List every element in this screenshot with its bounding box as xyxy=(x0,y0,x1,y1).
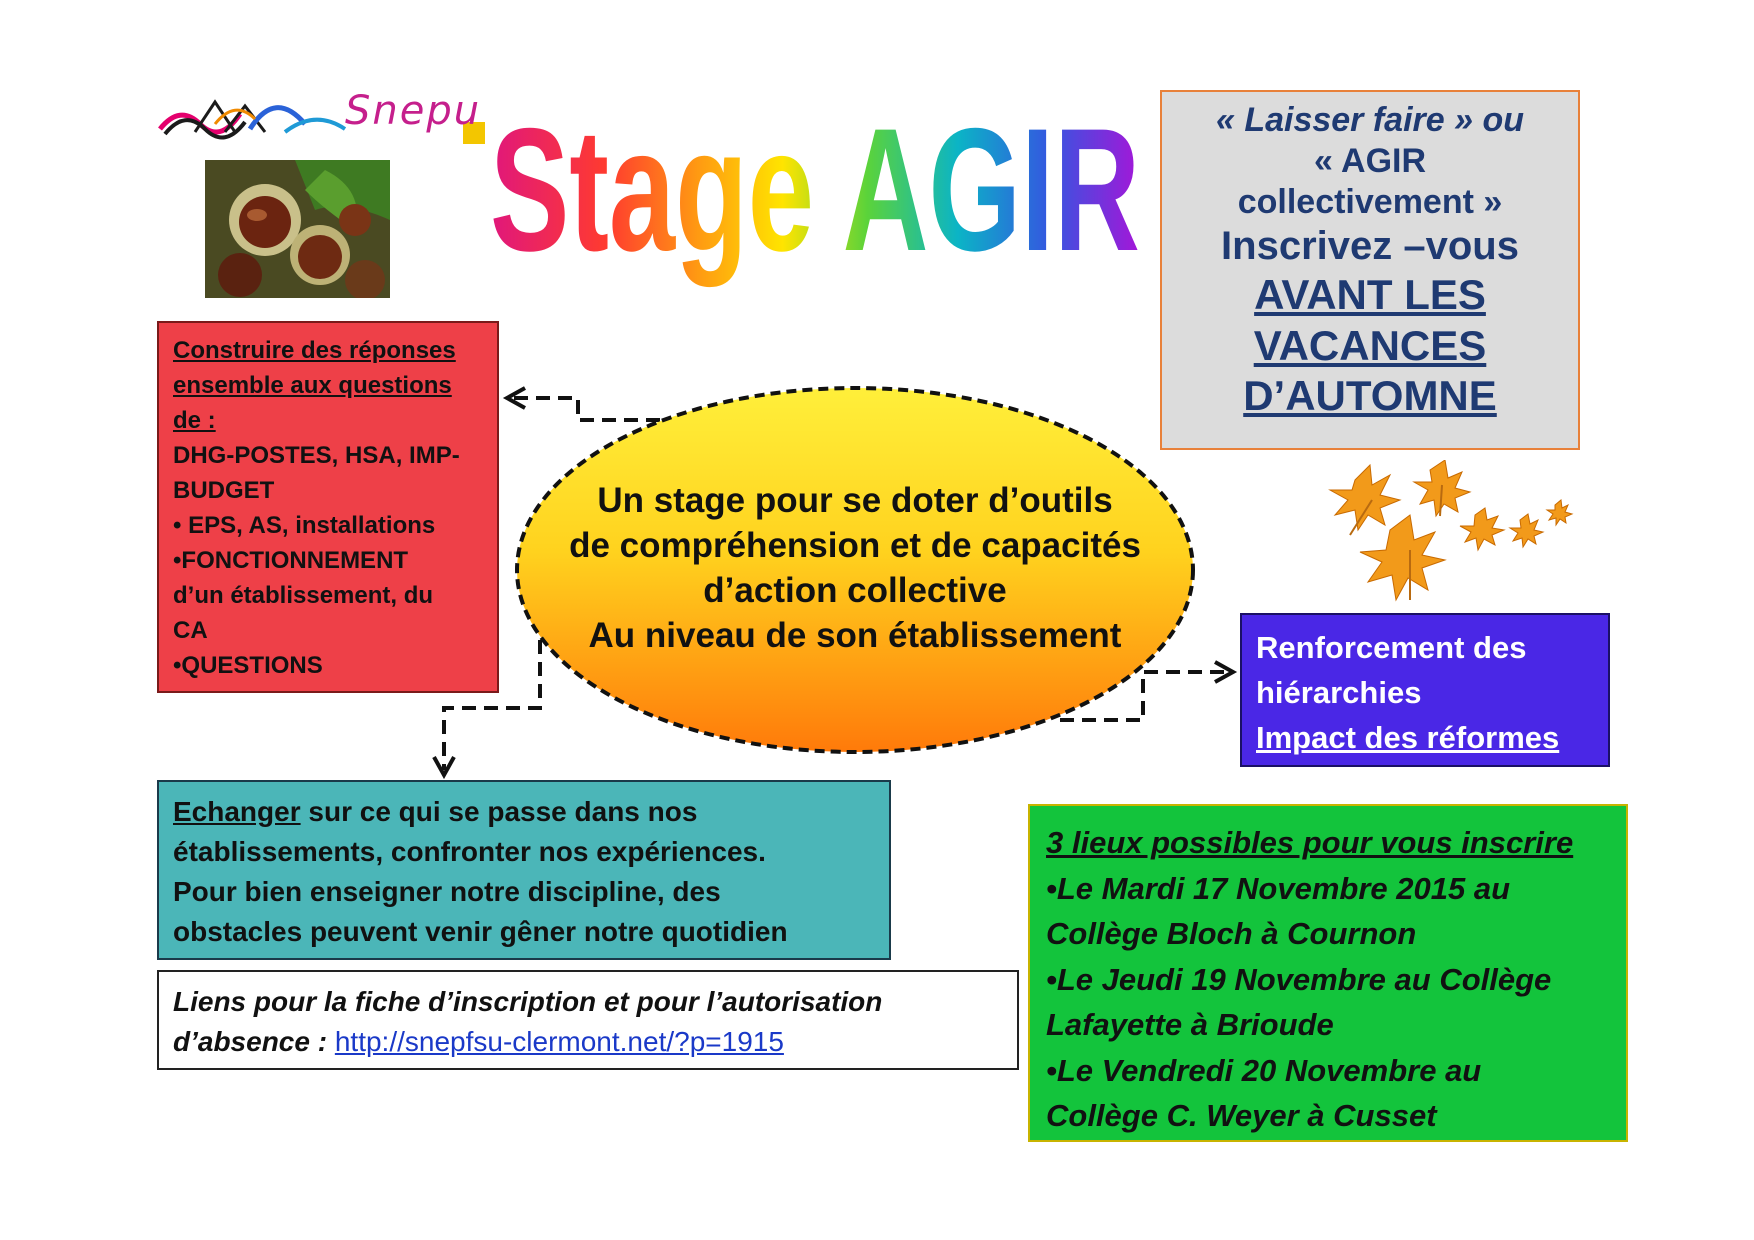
central-ellipse xyxy=(515,386,1195,754)
questions-line-3: • EPS, AS, installations xyxy=(173,512,436,539)
central-line-3: d’action collective xyxy=(703,571,1007,610)
exchange-line-2: établissements, confronter nos expérienc… xyxy=(173,836,766,867)
questions-line-4: •FONCTIONNEMENT xyxy=(173,547,409,574)
title-text: Stage AGIR xyxy=(490,93,1140,288)
exchange-keyword: Echanger xyxy=(173,796,301,827)
links-line-1: Liens pour la fiche d’inscription et pou… xyxy=(173,986,883,1017)
reforms-line-2: hiérarchies xyxy=(1256,675,1422,710)
exchange-box: Echanger sur ce qui se passe dans nos ét… xyxy=(157,780,891,960)
questions-line-5: d’un établissement, du xyxy=(173,582,434,609)
location-line-1: •Le Mardi 17 Novembre 2015 au xyxy=(1046,870,1511,906)
registration-link[interactable]: http://snepfsu-clermont.net/?p=1915 xyxy=(334,1026,784,1057)
grey-line-4: Inscrivez –vous xyxy=(1221,224,1519,269)
questions-line-1: DHG-POSTES, HSA, IMP- xyxy=(173,442,460,469)
exchange-line-1: Echanger sur ce qui se passe dans nos xyxy=(173,792,875,832)
central-line-2: de compréhension et de capacités xyxy=(569,526,1141,565)
registration-links-box: Liens pour la fiche d’inscription et pou… xyxy=(157,970,1019,1070)
questions-heading-3: de : xyxy=(173,407,216,434)
deadline-line-1: AVANT LES xyxy=(1254,271,1486,319)
central-message: Un stage pour se doter d’outils de compr… xyxy=(520,478,1190,658)
central-line-1: Un stage pour se doter d’outils xyxy=(597,481,1113,520)
questions-heading-1: Construire des réponses xyxy=(173,337,456,364)
questions-line-2: BUDGET xyxy=(173,477,275,504)
grey-line-2: « AGIR xyxy=(1313,141,1427,180)
chestnut-photo xyxy=(205,160,390,298)
registration-callout: « Laisser faire » ou « AGIR collectiveme… xyxy=(1160,90,1580,450)
location-line-3: •Le Jeudi 19 Novembre au Collège xyxy=(1046,961,1552,997)
locations-box: 3 lieux possibles pour vous inscrire •Le… xyxy=(1028,804,1628,1142)
reforms-impact: Impact des réformes xyxy=(1256,720,1560,755)
exchange-line-4: obstacles peuvent venir gêner notre quot… xyxy=(173,916,788,947)
grey-line-1: « Laisser faire » ou xyxy=(1215,101,1525,139)
links-line-2: d’absence : http://snepfsu-clermont.net/… xyxy=(173,1022,1003,1062)
snepu-logo xyxy=(158,99,485,144)
deadline-line-3: D’AUTOMNE xyxy=(1243,372,1497,420)
exchange-first-rest: sur ce qui se passe dans nos xyxy=(300,796,698,827)
links-absence-label: d’absence : xyxy=(173,1026,335,1057)
logo-text: Snepu xyxy=(345,88,482,134)
central-line-4: Au niveau de son établissement xyxy=(588,616,1122,655)
deadline-line-2: VACANCES xyxy=(1253,321,1487,369)
questions-heading-2: ensemble aux questions xyxy=(173,372,452,399)
location-line-5: •Le Vendredi 20 Novembre au xyxy=(1046,1052,1482,1088)
autumn-leaves-icon xyxy=(1328,460,1574,602)
grey-line-3: collectivement » xyxy=(1237,182,1503,221)
reforms-line-1: Renforcement des xyxy=(1256,630,1527,665)
locations-heading: 3 lieux possibles pour vous inscrire xyxy=(1046,825,1574,860)
questions-box: Construire des réponses ensemble aux que… xyxy=(157,321,499,693)
reforms-box: Renforcement des hiérarchies Impact des … xyxy=(1240,613,1610,767)
questions-line-7: •QUESTIONS xyxy=(173,652,323,679)
location-line-4: Lafayette à Brioude xyxy=(1046,1007,1334,1042)
exchange-line-3: Pour bien enseigner notre discipline, de… xyxy=(173,876,721,907)
questions-line-6: CA xyxy=(173,617,208,644)
location-line-2: Collège Bloch à Cournon xyxy=(1046,916,1417,951)
page-title: Stage AGIR xyxy=(490,93,1140,288)
location-line-6: Collège C. Weyer à Cusset xyxy=(1046,1098,1437,1133)
